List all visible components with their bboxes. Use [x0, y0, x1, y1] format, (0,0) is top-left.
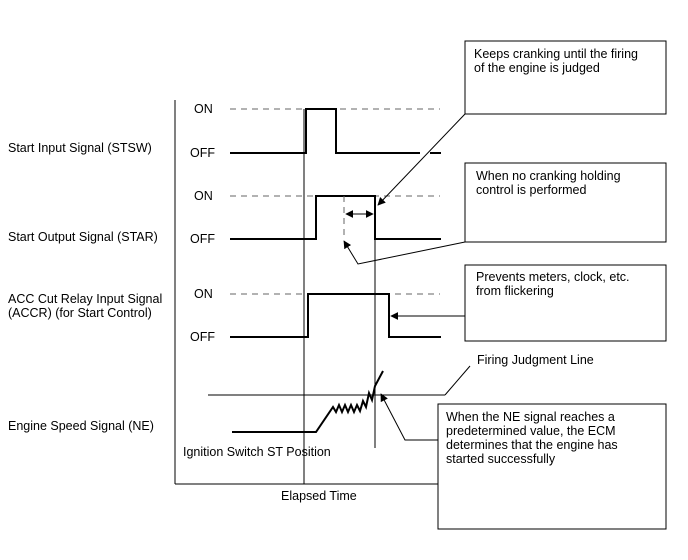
cranking-text-line2: of the engine is judged [474, 61, 600, 75]
stsw-name: Start Input Signal (STSW) [8, 141, 152, 155]
star-waveform [230, 195, 441, 240]
star-on-label: ON [194, 189, 213, 203]
no-holding-box [464, 162, 667, 243]
no-holding-arrow [343, 240, 466, 265]
no-holding-text-line2: control is performed [476, 183, 587, 197]
stsw-waveform [230, 108, 420, 154]
ne-name: Engine Speed Signal (NE) [8, 419, 154, 433]
stsw-on-label: ON [194, 102, 213, 116]
cranking-arrow [377, 113, 466, 206]
accr-name-line2: (ACCR) (for Start Control) [8, 306, 152, 320]
x-axis-label: Elapsed Time [281, 489, 357, 503]
cranking-box [464, 40, 667, 115]
cranking-text-line1: Keeps cranking until the firing [474, 47, 638, 61]
ignition-st-label: Ignition Switch ST Position [183, 445, 331, 459]
flicker-text-line2: from flickering [476, 284, 554, 298]
accr-waveform [230, 293, 441, 338]
flicker-box [464, 264, 667, 342]
ne-reach-text-line3: determines that the engine has [446, 438, 618, 452]
accr-off-label: OFF [190, 330, 215, 344]
ne-reach-text-line4: started successfully [446, 452, 556, 466]
ne-reach-text-line1: When the NE signal reaches a [446, 410, 615, 424]
ne-reach-text-line2: predetermined value, the ECM [446, 424, 616, 438]
ne-reach-arrow [380, 393, 438, 441]
firing-judgment-leader [444, 365, 471, 396]
accr-name-line1: ACC Cut Relay Input Signal [8, 292, 162, 306]
accr-on-label: ON [194, 287, 213, 301]
no-holding-text-line1: When no cranking holding [476, 169, 621, 183]
stsw-off-label: OFF [190, 146, 215, 160]
star-off-label: OFF [190, 232, 215, 246]
ne-reach-box [437, 403, 667, 530]
star-name: Start Output Signal (STAR) [8, 230, 158, 244]
ne-waveform [232, 370, 384, 433]
flicker-text-line1: Prevents meters, clock, etc. [476, 270, 630, 284]
firing-judgment-label: Firing Judgment Line [477, 353, 594, 367]
